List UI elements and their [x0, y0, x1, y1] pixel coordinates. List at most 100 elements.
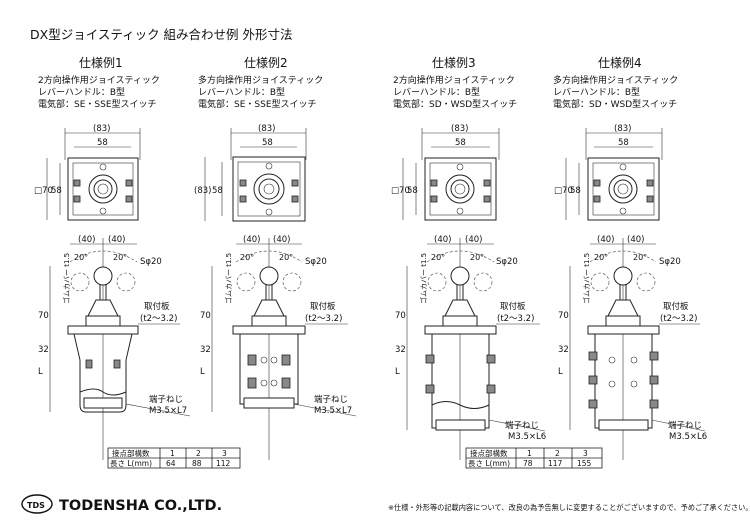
spec-1-dim-58v: 58: [51, 186, 62, 196]
spec-3-dim-L: L: [395, 367, 400, 377]
spec-4-title: 仕様例4: [598, 56, 642, 70]
company-logo: TDS: [21, 494, 53, 514]
logo-mark: TDS: [27, 501, 45, 510]
table-b-header: 接点部構数: [470, 448, 508, 458]
spec-1-dim-40a: (40): [78, 235, 95, 245]
spec-3-dim-70: □70: [391, 186, 410, 196]
spec-2-dim-40a: (40): [243, 235, 260, 245]
spec-2-plate: 取付板: [310, 301, 336, 312]
table-b-col-3: 3: [583, 449, 588, 458]
spec-4-dim-L: L: [558, 367, 563, 377]
table-a-col-1: 1: [170, 449, 175, 458]
spec-3-dim-v32: 32: [395, 345, 406, 355]
spec-3-dim-58v: 58: [407, 186, 418, 196]
table-b-val-2: 117: [548, 459, 563, 468]
spec-2-dim-83: (83): [258, 124, 275, 134]
spec-2-top-view: (83) 58 (83) 58: [194, 124, 307, 222]
spec-4-top-view: (83) 58 □70 58: [554, 124, 663, 221]
spec-1-top-view: (83) 58 □70 58: [34, 124, 141, 221]
spec-4-sphere: Sφ20: [659, 257, 681, 267]
spec-1-plate: 取付板: [144, 301, 170, 312]
table-b-col-1: 1: [527, 449, 532, 458]
spec-2-dim-40b: (40): [273, 235, 290, 245]
spec-1-dim-83: (83): [93, 124, 110, 134]
spec-3-dim-58: 58: [455, 138, 466, 148]
spec-3-title: 仕様例3: [432, 56, 476, 70]
spec-3-dim-40b: (40): [465, 235, 482, 245]
spec-3-dim-40a: (40): [434, 235, 451, 245]
spec-2-plate-t: (t2～3.2): [305, 314, 342, 324]
spec-3-plate-t: (t2～3.2): [497, 314, 534, 324]
spec-1-cover: ゴムカバー t1.5: [62, 253, 71, 304]
spec-3-line-2: レバーハンドル：B型: [393, 87, 480, 98]
spec-1-deg-right: 20°: [113, 253, 127, 262]
spec-4-deg-left: 20°: [594, 253, 608, 262]
spec-3-screw: M3.5×L6: [508, 432, 546, 442]
spec-3-side-view: (40) (40) 20° 20° Sφ20 70 32 L ゴムカバー t1.…: [395, 235, 546, 460]
spec-1-dim-v32: 32: [38, 345, 49, 355]
spec-1-terminal: 端子ねじ: [149, 394, 183, 405]
table-a-val-3: 112: [216, 459, 231, 468]
spec-3-line-3: 電気部：SD・WSD型スイッチ: [393, 98, 517, 110]
spec-3-dim-v70: 70: [395, 311, 406, 321]
table-a-length-label: 長さ L(mm): [110, 459, 152, 468]
spec-1-dim-40b: (40): [108, 235, 125, 245]
spec-4-dim-58v: 58: [570, 186, 581, 196]
spec-4-line-2: レバーハンドル：B型: [553, 87, 640, 98]
spec-3-header: 仕様例3 2方向操作用ジョイスティック レバーハンドル：B型 電気部：SD・WS…: [393, 56, 517, 110]
spec-4-dim-70: □70: [554, 186, 573, 196]
spec-4-dim-58: 58: [618, 138, 629, 148]
table-b-val-3: 155: [577, 459, 592, 468]
spec-2-dim-58v: 58: [212, 186, 223, 196]
spec-4-plate-t: (t2～3.2): [660, 314, 697, 324]
spec-3-line-1: 2方向操作用ジョイスティック: [393, 74, 515, 86]
spec-1-dim-70: □70: [34, 186, 53, 196]
table-a-col-2: 2: [196, 449, 201, 458]
spec-3-deg-right: 20°: [470, 253, 484, 262]
table-a-header: 接点部構数: [112, 448, 150, 458]
spec-2-deg-left: 20°: [240, 253, 254, 262]
spec-2-dim-58: 58: [262, 138, 273, 148]
spec-2-title: 仕様例2: [244, 56, 288, 70]
spec-2-dim-v70: 70: [200, 311, 211, 321]
spec-4-dim-v70: 70: [558, 311, 569, 321]
spec-3-terminal: 端子ねじ: [505, 420, 539, 431]
spec-4-line-3: 電気部：SD・WSD型スイッチ: [553, 98, 677, 110]
spec-4-dim-83: (83): [614, 124, 631, 134]
spec-2-cover: ゴムカバー t1.5: [224, 253, 233, 304]
spec-4-cover: ゴムカバー t1.5: [582, 253, 591, 304]
spec-4-dim-v32: 32: [558, 345, 569, 355]
spec-4-line-1: 多方向操作用ジョイスティック: [553, 74, 678, 86]
table-b-length-label: 長さ L(mm): [468, 459, 510, 468]
spec-4-plate: 取付板: [663, 301, 689, 312]
spec-2-sphere: Sφ20: [305, 257, 327, 267]
table-b-val-1: 78: [523, 459, 533, 468]
spec-2-side-view: (40) (40) 20° 20° Sφ20 70 32 L ゴムカバー t1.…: [200, 235, 357, 460]
spec-4-deg-right: 20°: [633, 253, 647, 262]
spec-2-deg-right: 20°: [279, 253, 293, 262]
length-table-a: 接点部構数 長さ L(mm) 1 2 3 64 88 112: [107, 447, 241, 469]
spec-1-screw: M3.5×L7: [149, 406, 187, 416]
company-name: TODENSHA CO.,LTD.: [59, 498, 222, 514]
spec-1-side-view: (40) (40) 20° 20° Sφ20 70 32 L ゴムカバー t1.…: [38, 235, 191, 460]
spec-2-line-2: レバーハンドル：B型: [198, 87, 285, 98]
spec-3-plate: 取付板: [500, 301, 526, 312]
table-b-col-2: 2: [555, 449, 560, 458]
spec-1-line-3: 電気部：SE・SSE型スイッチ: [38, 98, 157, 110]
page-title: DX型ジョイスティック 組み合わせ例 外形寸法: [30, 27, 293, 42]
spec-4-dim-40a: (40): [597, 235, 614, 245]
spec-1-line-1: 2方向操作用ジョイスティック: [38, 74, 160, 86]
spec-1-dim-v70: 70: [38, 311, 49, 321]
spec-2-screw: M3.5×L7: [314, 406, 352, 416]
length-table-b: 接点部構数 長さ L(mm) 1 2 3 78 117 155: [465, 447, 603, 469]
footer-note: ※仕様・外形等の記載内容について、改良の為予告無しに変更することがございますので…: [388, 503, 750, 512]
spec-2-dim-83v: (83): [194, 186, 211, 196]
spec-2-header: 仕様例2 多方向操作用ジョイスティック レバーハンドル：B型 電気部：SE・SS…: [198, 56, 323, 110]
spec-2-dim-L: L: [200, 367, 205, 377]
spec-3-dim-83: (83): [451, 124, 468, 134]
table-a-val-1: 64: [166, 459, 176, 468]
spec-4-side-view: (40) (40) 20° 20° Sφ20 70 32 L ゴムカバー t1.…: [558, 235, 707, 460]
table-a-col-3: 3: [222, 449, 227, 458]
spec-2-line-3: 電気部：SE・SSE型スイッチ: [198, 98, 317, 110]
